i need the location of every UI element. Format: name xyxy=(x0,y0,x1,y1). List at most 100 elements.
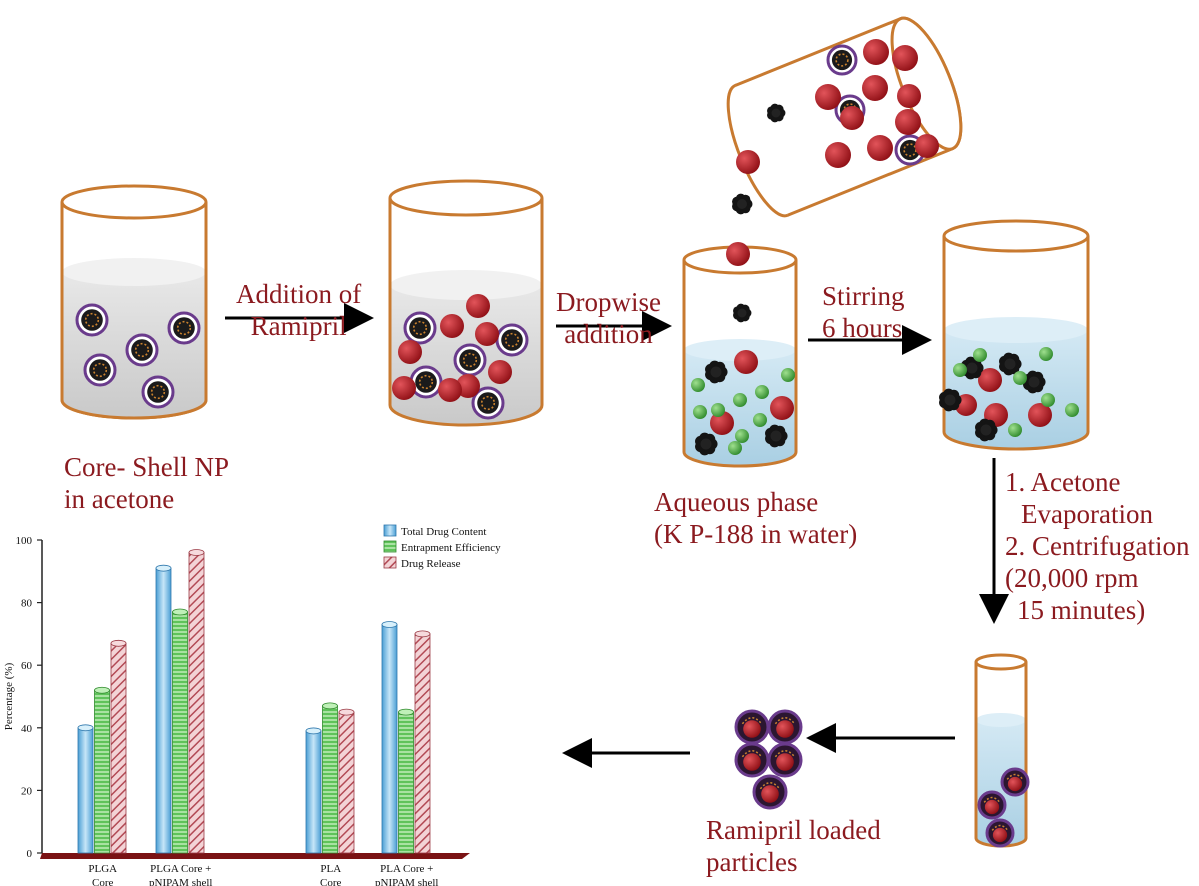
bar-cap-1-3 xyxy=(398,708,414,716)
aggregate-particle xyxy=(695,432,718,456)
label-dropwise-addition: Dropwise addition xyxy=(556,287,661,349)
drug-particle xyxy=(726,242,750,266)
drug-particle xyxy=(867,135,893,161)
bar-0-2 xyxy=(305,730,322,854)
loaded-particle xyxy=(752,774,788,810)
drug-particle xyxy=(770,396,794,420)
legend-swatch-1 xyxy=(383,540,397,553)
drug-particle xyxy=(440,314,464,338)
bar-2-3 xyxy=(414,633,431,854)
x-tick-label: Core xyxy=(92,877,114,886)
bar-cap-2-2 xyxy=(338,708,355,716)
core-shell-particle xyxy=(125,333,159,367)
loaded-particle xyxy=(734,742,770,778)
aggregate-particle xyxy=(705,360,728,384)
core-shell-particle xyxy=(409,365,443,399)
loaded-particle xyxy=(734,709,770,745)
drug-particle xyxy=(475,322,499,346)
core-shell-particle xyxy=(75,303,109,337)
bar-cap-1-1 xyxy=(172,608,188,616)
aggregate-particle xyxy=(999,352,1022,376)
bar-cap-0-2 xyxy=(305,727,322,735)
label-acetone-steps: 1. Acetone Evaporation 2. Centrifugation… xyxy=(1005,467,1190,625)
drug-particle xyxy=(466,294,490,318)
surfactant-particle xyxy=(1039,347,1053,361)
y-tick-label: 100 xyxy=(16,535,33,547)
y-tick-label: 80 xyxy=(21,598,33,610)
surfactant-particle xyxy=(691,378,705,392)
surfactant-particle xyxy=(733,393,747,407)
surfactant-particle xyxy=(953,363,967,377)
bar-cap-2-1 xyxy=(188,549,205,556)
core-shell-particle xyxy=(141,375,175,409)
legend-label-1: Entrapment Efficiency xyxy=(401,542,501,554)
drug-particle xyxy=(895,109,921,135)
x-axis-floor xyxy=(40,853,470,859)
x-tick-label: PLGA Core + xyxy=(150,863,211,875)
aggregate-particle xyxy=(732,193,753,215)
label-addition-of-ramipril: Addition of Ramipril xyxy=(236,279,362,341)
drug-particle xyxy=(978,368,1002,392)
core-shell-particle xyxy=(167,311,201,345)
beaker-stirred xyxy=(942,219,1090,451)
x-tick-label: PLA xyxy=(320,863,341,875)
drug-particle xyxy=(736,150,760,174)
surfactant-particle xyxy=(735,429,749,443)
legend-swatch-2 xyxy=(383,556,397,569)
bar-1-3 xyxy=(398,711,414,854)
surfactant-particle xyxy=(1008,423,1022,437)
bar-1-2 xyxy=(322,705,338,854)
core-shell-particle xyxy=(495,323,529,357)
drug-particle xyxy=(488,360,512,384)
beaker-core-shell xyxy=(60,184,208,420)
legend-label-0: Total Drug Content xyxy=(401,526,486,538)
x-tick-label: PLA Core + xyxy=(380,863,433,875)
drug-particle xyxy=(398,340,422,364)
drug-particle xyxy=(862,75,888,101)
y-tick-label: 0 xyxy=(27,848,33,860)
surfactant-particle xyxy=(755,385,769,399)
aggregate-particle xyxy=(733,303,752,323)
aggregate-particle xyxy=(939,388,962,412)
drug-particle xyxy=(863,39,889,65)
bar-0-0 xyxy=(77,727,94,854)
particles-layer xyxy=(75,39,1079,848)
surfactant-particle xyxy=(693,405,707,419)
bar-1-0 xyxy=(94,689,110,854)
drug-particle xyxy=(892,45,918,71)
y-axis-label: Percentage (%) xyxy=(3,662,15,730)
label-aqueous-phase: Aqueous phase (K P-188 in water) xyxy=(654,487,858,549)
drug-particle xyxy=(815,84,841,110)
legend-label-2: Drug Release xyxy=(401,558,461,570)
aggregate-particle xyxy=(765,424,788,448)
x-tick-label: PLGA xyxy=(88,863,117,875)
aggregate-particle xyxy=(975,418,998,442)
bar-2-1 xyxy=(188,552,205,854)
surfactant-particle xyxy=(1041,393,1055,407)
surfactant-particle xyxy=(1013,371,1027,385)
x-tick-label: Core xyxy=(320,877,342,886)
surfactant-particle xyxy=(728,441,742,455)
arrows xyxy=(225,303,1009,768)
bar-0-1 xyxy=(155,567,172,854)
y-tick-label: 40 xyxy=(21,723,33,735)
surfactant-particle xyxy=(711,403,725,417)
drug-particle xyxy=(710,411,734,435)
core-shell-particle xyxy=(83,353,117,387)
bar-cap-0-0 xyxy=(77,724,94,732)
core-shell-particle xyxy=(453,343,487,377)
drug-particle xyxy=(897,84,921,108)
aggregate-particle xyxy=(767,103,786,123)
core-shell-particle xyxy=(403,311,437,345)
y-tick-label: 20 xyxy=(21,785,33,797)
bar-cap-1-2 xyxy=(322,702,338,710)
label-core-shell: Core- Shell NP in acetone xyxy=(64,452,229,514)
surfactant-particle xyxy=(973,348,987,362)
drug-particle xyxy=(1028,403,1052,427)
core-shell-particle xyxy=(826,44,858,76)
surfactant-particle xyxy=(753,413,767,427)
label-stirring: Stirring 6 hours xyxy=(822,281,905,343)
loaded-particle xyxy=(977,790,1007,820)
core-shell-particle xyxy=(471,386,505,420)
loaded-particle xyxy=(767,709,803,745)
